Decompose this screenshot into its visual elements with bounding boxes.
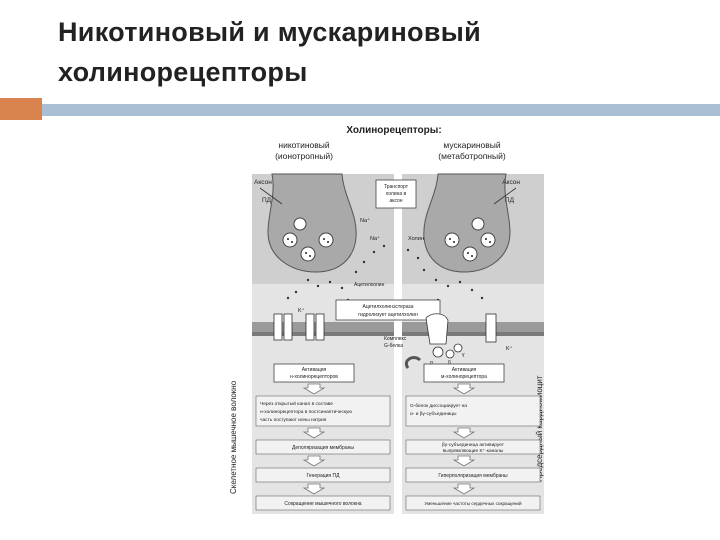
right-nerve-terminal [423,173,511,273]
axon-arrow-left [259,187,283,205]
right-step-3: Уменьшение частоты сердечных сокращений [424,500,522,506]
left-step-2: Генерация ПД [307,473,341,479]
g-protein-tail [405,356,422,369]
esterase-line-2: гидролизует ацетилхолин [358,312,418,318]
pd-label-left: ПД [262,197,272,204]
acetylcholine-label: Ацетилхолин [354,282,385,288]
esterase-line-1: Ацетилхолинэстераза [363,304,414,310]
nicotinic-receptor-channels [273,313,325,341]
right-step-2-box [405,467,541,483]
diagram-heading: Холинорецепторы: [346,125,441,136]
k-channel-right [485,313,497,343]
muscarinic-receptor [425,313,449,345]
right-postsynaptic-membrane [402,322,544,332]
right-type-label: мускариновый [443,140,500,150]
axon-label-right: Аксон [502,179,520,186]
left-vesicles [282,217,334,262]
vesicle-contents [287,238,491,257]
divider-bar [42,104,720,116]
accent-bar [0,98,42,120]
right-subtype-label: (метаботропный) [438,151,506,161]
esterase-box [335,299,441,321]
flow-arrows [302,383,476,495]
left-step-2-box [255,467,391,483]
left-text-line-3: часть поступают ионы натрия [260,418,327,423]
pd-label-right: ПД [505,197,515,204]
right-activation-box [423,363,505,383]
right-vesicles [444,217,496,262]
right-step-1-box [405,439,541,455]
transport-box [375,179,417,209]
g-protein-subunits [432,343,463,359]
left-activation-line-1: Активация [302,367,327,373]
left-text-box [255,395,391,427]
cholinoreceptor-diagram: Холинорецепторы: никотиновый (ионотропны… [229,125,544,514]
gamma-label: γ [462,352,465,358]
left-step-1: Деполяризация мембраны [292,445,354,451]
g-complex-line-2: G-белка [384,343,403,349]
right-step-3-box [405,495,541,511]
right-activation-line-2: м-холинорецептора [441,374,487,380]
left-activation-line-2: н-холинорецепторов [290,374,338,380]
k-label-left: K⁺ [298,307,305,314]
slide-title: Никотиновый и мускариновый холинорецепто… [58,17,482,87]
g-complex-line-1: Комплекс [384,336,407,342]
vertical-label-right: Предсердный кардиомиоцит [535,375,544,482]
transport-line-3: аксон [389,198,402,204]
axon-label-left: Аксон [254,179,272,186]
right-step-2: Гиперполяризация мембраны [438,473,508,479]
na-label-mid: Na⁺ [370,235,380,242]
alpha-label: α [430,360,433,366]
transport-line-1: Транспорт [384,184,409,190]
left-activation-box [273,363,355,383]
vertical-label-left: Скелетное мышечное волокно [229,380,238,494]
na-label-top: Na⁺ [360,217,370,224]
left-text-line-1: Через открытый канал в составе [260,400,333,407]
right-text-box [405,395,541,427]
left-step-3: Сокращение мышечного волокна [284,501,361,507]
k-label-right: K⁺ [506,345,513,352]
left-type-label: никотиновый [278,140,329,150]
right-activation-line-1: Активация [452,367,477,373]
left-nerve-terminal [267,173,357,273]
right-step-1-line-a: βγ-субъединица активирует [442,442,505,448]
left-step-3-box [255,495,391,511]
choline-label: Холин [408,236,424,242]
right-text-line-2: α- и βγ-субъединицы [410,411,457,417]
right-text-line-1: G-белок диссоциирует на [410,403,467,409]
left-text-line-2: н-холинорецептора в постсинаптическую [260,410,352,415]
left-subtype-label: (ионотропный) [275,151,333,161]
right-step-1-line-b: выпрямляющие K⁺-каналы [443,448,504,454]
transport-line-2: холина в [386,191,407,197]
beta-label: β [448,360,451,366]
left-step-1-box [255,439,391,455]
axon-arrow-right [493,187,517,205]
